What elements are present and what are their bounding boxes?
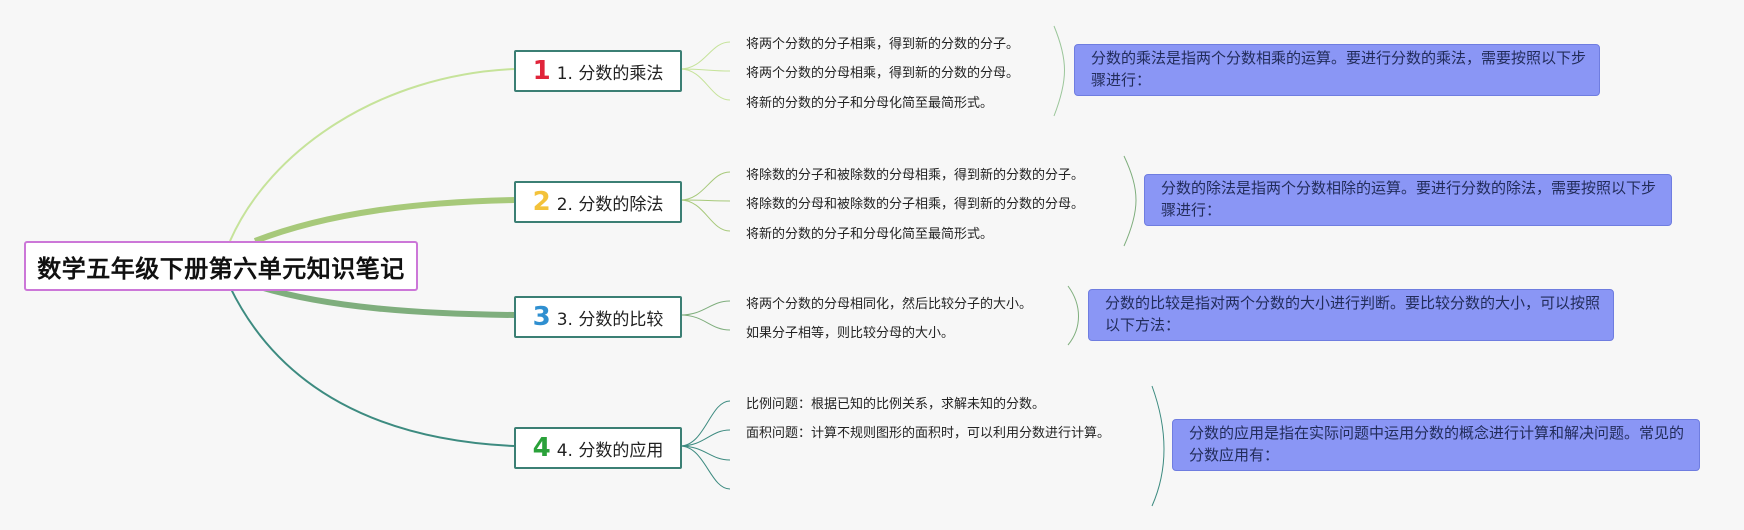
branch-node-1[interactable]: 1 1. 分数的乘法: [514, 50, 682, 92]
connector-b4-bracket: [1151, 385, 1165, 507]
connector-b4-leaf-1: [679, 400, 731, 447]
note-box-1[interactable]: 分数的乘法是指两个分数相乘的运算。要进行分数的乘法，需要按照以下步骤进行：: [1074, 44, 1600, 96]
connector-b3-leaf-1: [679, 300, 731, 316]
connector-b4-leaf-4: [679, 445, 731, 490]
note-box-3[interactable]: 分数的比较是指对两个分数的大小进行判断。要比较分数的大小，可以按照以下方法：: [1088, 289, 1614, 341]
connector-b2-leaf-2: [679, 199, 731, 202]
leaf-item[interactable]: 将两个分数的分子相乘，得到新的分数的分子。: [746, 37, 1020, 52]
leaf-item[interactable]: 将两个分数的分母相乘，得到新的分数的分母。: [746, 66, 1020, 81]
branch-label: 4. 分数的应用: [556, 440, 664, 461]
leaf-item[interactable]: 将两个分数的分母相同化，然后比较分子的大小。: [746, 297, 1033, 312]
branch-label: 3. 分数的比较: [556, 309, 664, 330]
root-node[interactable]: 数学五年级下册第六单元知识笔记: [24, 241, 418, 291]
leaf-item[interactable]: 面积问题：计算不规则图形的面积时，可以利用分数进行计算。: [746, 426, 1111, 441]
leaf-item[interactable]: 将新的分数的分子和分母化简至最简形式。: [746, 96, 994, 111]
connector-b2-leaf-3: [679, 199, 731, 232]
branch-label: 1. 分数的乘法: [556, 63, 664, 84]
connector-b4-leaf-2: [679, 429, 731, 447]
connector-b1-leaf-1: [679, 41, 731, 70]
note-box-2[interactable]: 分数的除法是指两个分数相除的运算。要进行分数的除法，需要按照以下步骤进行：: [1144, 174, 1672, 226]
connector-root-branch-1: [229, 68, 515, 242]
connector-root-branch-2: [253, 197, 515, 244]
leaf-item[interactable]: 将除数的分母和被除数的分子相乘，得到新的分数的分母。: [746, 197, 1085, 212]
root-title: 数学五年级下册第六单元知识笔记: [37, 254, 405, 283]
connector-b2-bracket: [1123, 155, 1137, 247]
leaf-item[interactable]: 比例问题：根据已知的比例关系，求解未知的分数。: [746, 397, 1046, 412]
branch-node-4[interactable]: 4 4. 分数的应用: [514, 427, 682, 469]
number-4-icon: 4: [532, 433, 551, 463]
note-text: 分数的应用是指在实际问题中运用分数的概念进行计算和解决问题。常见的分数应用有：: [1189, 424, 1685, 464]
connector-root-branch-4: [229, 286, 515, 447]
note-text: 分数的除法是指两个分数相除的运算。要进行分数的除法，需要按照以下步骤进行：: [1161, 179, 1657, 219]
connector-root-branch-3: [259, 284, 515, 318]
branch-node-3[interactable]: 3 3. 分数的比较: [514, 296, 682, 338]
number-2-icon: 2: [532, 187, 551, 217]
connector-b3-bracket: [1067, 285, 1079, 346]
connector-b3-leaf-2: [679, 314, 731, 331]
branch-node-2[interactable]: 2 2. 分数的除法: [514, 181, 682, 223]
connector-b1-leaf-2: [679, 68, 731, 72]
number-3-icon: 3: [532, 302, 551, 332]
note-text: 分数的乘法是指两个分数相乘的运算。要进行分数的乘法，需要按照以下步骤进行：: [1091, 49, 1587, 89]
note-box-4[interactable]: 分数的应用是指在实际问题中运用分数的概念进行计算和解决问题。常见的分数应用有：: [1172, 419, 1700, 471]
branch-label: 2. 分数的除法: [556, 194, 664, 215]
leaf-item[interactable]: 将除数的分子和被除数的分母相乘，得到新的分数的分子。: [746, 168, 1085, 183]
note-text: 分数的比较是指对两个分数的大小进行判断。要比较分数的大小，可以按照以下方法：: [1105, 294, 1601, 334]
connector-b1-bracket: [1053, 25, 1065, 117]
connector-b2-leaf-1: [679, 171, 731, 201]
leaf-item[interactable]: 如果分子相等，则比较分母的大小。: [746, 326, 955, 341]
number-1-icon: 1: [532, 56, 551, 86]
connector-b4-leaf-3: [679, 445, 731, 461]
leaf-item[interactable]: 将新的分数的分子和分母化简至最简形式。: [746, 227, 994, 242]
connector-b1-leaf-3: [679, 68, 731, 101]
